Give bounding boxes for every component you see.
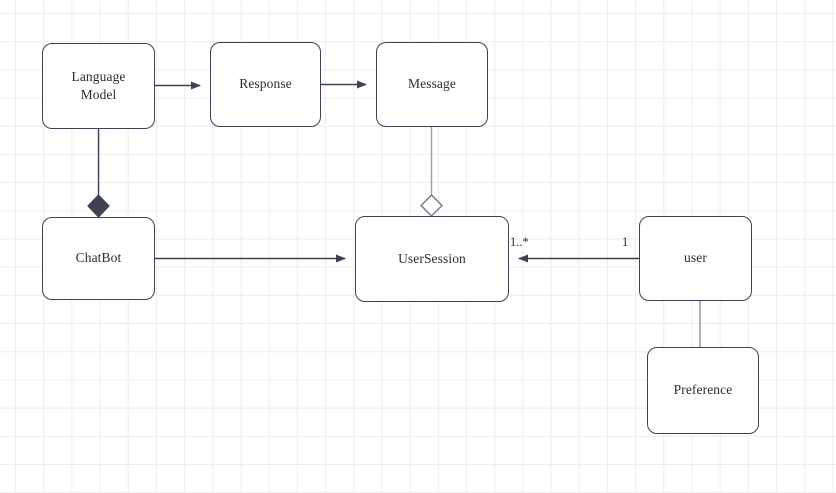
connector-languagemodel-chatbot[interactable] [87, 129, 110, 218]
node-preference[interactable]: Preference [647, 347, 759, 434]
node-label: user [684, 250, 707, 266]
node-label: UserSession [398, 250, 466, 266]
node-user-session[interactable]: UserSession [355, 216, 509, 302]
node-response[interactable]: Response [210, 42, 321, 127]
node-label: Language Model [71, 68, 126, 102]
node-chatbot[interactable]: ChatBot [42, 217, 155, 300]
node-label: Preference [673, 382, 733, 398]
multiplicity-label-source: 1 [622, 235, 629, 249]
multiplicity-label-target: 1..* [510, 235, 529, 249]
hollow-diamond-icon [420, 194, 443, 217]
node-label: Message [408, 76, 456, 92]
node-message[interactable]: Message [376, 42, 488, 127]
node-label: ChatBot [75, 250, 122, 266]
filled-diamond-icon [87, 194, 110, 218]
node-label: Response [239, 76, 292, 92]
node-language-model[interactable]: Language Model [42, 43, 155, 129]
node-user[interactable]: user [639, 216, 752, 301]
connector-message-usersession[interactable] [420, 127, 443, 217]
